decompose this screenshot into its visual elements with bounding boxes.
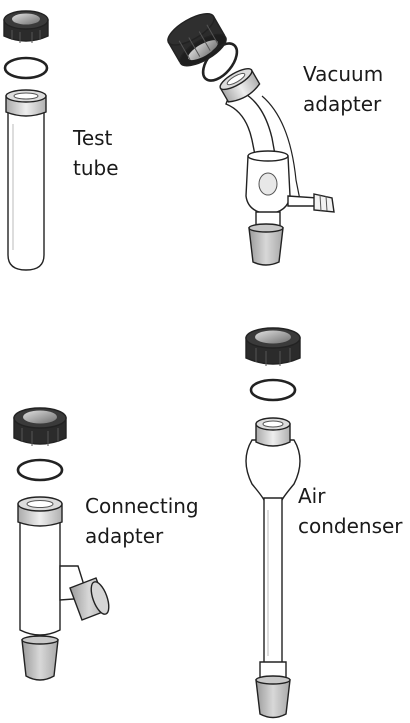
connecting-adapter-o-ring — [16, 458, 64, 482]
label-connecting-adapter-line2: adapter — [85, 524, 164, 548]
air-condenser-body — [245, 417, 301, 719]
label-air-condenser-line2: condenser — [298, 514, 403, 538]
test-tube-cap — [3, 10, 49, 43]
label-test-tube-line1: Test — [72, 126, 113, 150]
connecting-adapter-body — [17, 496, 110, 681]
vacuum-adapter-body — [219, 67, 335, 266]
vacuum-adapter-o-ring — [201, 42, 239, 82]
label-vacuum-adapter-line2: adapter — [303, 92, 382, 116]
vacuum-adapter-assembly: Vacuum adapter — [167, 13, 383, 266]
air-condenser-assembly: Air condenser — [245, 327, 403, 719]
connecting-adapter-cap — [13, 407, 67, 446]
connecting-adapter-assembly: Connecting adapter — [13, 407, 199, 681]
air-condenser-cap — [245, 327, 301, 366]
label-test-tube-line2: tube — [73, 156, 119, 180]
test-tube-body — [5, 89, 47, 271]
label-air-condenser-line1: Air — [298, 484, 326, 508]
test-tube-assembly: Test tube — [3, 10, 119, 271]
label-connecting-adapter-line1: Connecting — [85, 494, 199, 518]
label-vacuum-adapter-line1: Vacuum — [303, 62, 383, 86]
vacuum-adapter-cap — [167, 13, 227, 67]
test-tube-o-ring — [3, 56, 49, 80]
air-condenser-o-ring — [249, 378, 297, 402]
